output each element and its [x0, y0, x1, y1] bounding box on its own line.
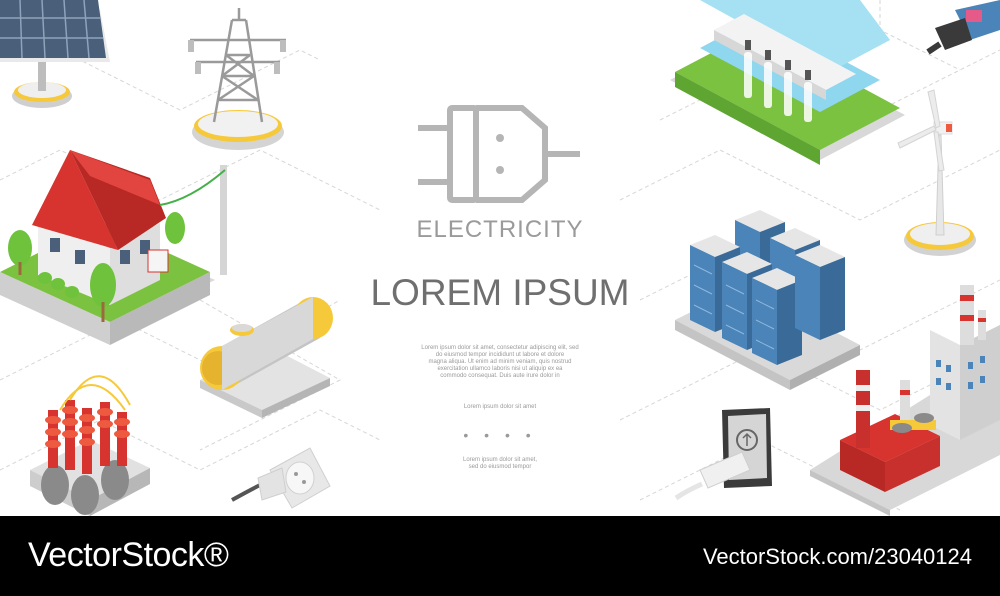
power-tower-icon [188, 8, 286, 150]
electricity-illustration [0, 0, 1000, 516]
paragraph-line: commodo consequat. Duis aute irure dolor… [440, 373, 560, 379]
caption-line: sed do eiusmod tempor [468, 464, 532, 470]
usb-plug-icon [926, 0, 1000, 55]
paragraph-line: magna aliqua. Ut enim ad minim veniam, q… [428, 359, 572, 365]
usb-socket-icon [674, 408, 772, 501]
solar-panel-icon [0, 0, 110, 108]
dot-separator: • • • • [463, 427, 537, 443]
subtitle-electricity: ELECTRICITY [416, 216, 584, 243]
headline-lorem-ipsum: LOREM IPSUM [370, 272, 630, 313]
plug-outline-icon [418, 105, 580, 203]
caption-1: Lorem ipsum dolor sit amet [463, 404, 537, 410]
socket-plug-icon [231, 447, 331, 509]
data-center-icon [675, 210, 860, 390]
caption-2: Lorem ipsum dolor sit amet, sed do eiusm… [400, 457, 600, 471]
house-icon [0, 150, 227, 345]
paragraph-text: Lorem ipsum dolor sit amet, consectetur … [400, 345, 600, 380]
paragraph-line: do eiusmod tempor incididunt ut labore e… [435, 352, 565, 358]
power-plant-icon [810, 285, 1000, 516]
caption-line: Lorem ipsum dolor sit amet, [462, 457, 538, 463]
image-id: VectorStock.com/23040124 [702, 544, 972, 569]
watermark-footer: VectorStock® VectorStock.com/23040124 [0, 516, 1000, 596]
wind-turbine-icon [897, 89, 976, 256]
paragraph-line: Lorem ipsum dolor sit amet, consectetur … [421, 345, 579, 351]
vectorstock-brand: VectorStock® [28, 536, 229, 574]
gas-tank-icon [200, 297, 333, 418]
transformer-icon [30, 375, 150, 516]
paragraph-line: exercitation ullamco laboris nisi ut ali… [437, 366, 563, 372]
hydro-dam-icon [670, 0, 905, 165]
